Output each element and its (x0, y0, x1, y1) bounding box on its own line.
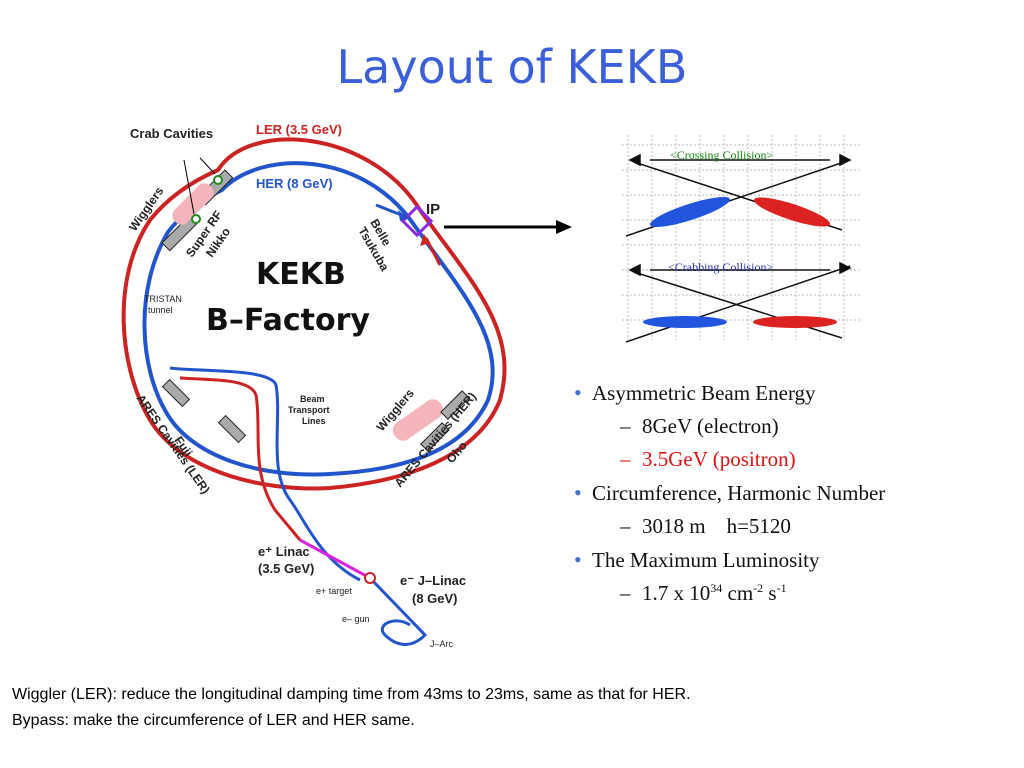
ler-label: LER (3.5 GeV) (256, 122, 342, 137)
bullet-dash: – (620, 514, 631, 538)
collision-panel-grid (622, 135, 860, 340)
footnote-bypass: Bypass: make the circumference of LER an… (12, 712, 415, 729)
wigglers-right-block (392, 399, 444, 441)
sub-bullet-circumference: – 3018 m h=5120 (574, 514, 934, 539)
bullet-energy-text: Asymmetric Beam Energy (592, 381, 816, 405)
j-linac-label: e⁻ J–Linac (400, 573, 466, 588)
e-plus-linac-label: e⁺ Linac (258, 544, 310, 559)
j-arc-label: J–Arc (430, 639, 454, 649)
sub-bullet-positron-text: 3.5GeV (positron) (642, 447, 796, 471)
her-ring (142, 161, 495, 477)
ares-ler-label: ARES Cavities (LER) (134, 392, 213, 497)
ler-ring (121, 137, 507, 491)
beam-transport-label-1: Beam (300, 394, 325, 404)
luminosity-unit-cm: cm (722, 581, 754, 605)
crossing-bunch-electron (649, 196, 731, 228)
bullet-dash: – (620, 414, 631, 438)
j-linac (368, 576, 428, 646)
bullet-dot: • (574, 380, 582, 405)
crossing-bunch-positron (753, 197, 831, 227)
ip-label: IP (426, 201, 440, 218)
tristan-label: TRISTAN (144, 294, 182, 304)
beam-transport-label-2: Transport (288, 405, 330, 415)
e-gun-label: e– gun (342, 614, 370, 624)
bullet-dot: • (574, 480, 582, 505)
e-plus-linac-energy-label: (3.5 GeV) (258, 561, 314, 576)
crabbing-collision-arrows (625, 261, 852, 343)
sub-bullet-electron-text: 8GeV (electron) (642, 414, 779, 438)
kekb-label: KEKB (256, 257, 346, 292)
bullet-energy: • Asymmetric Beam Energy (574, 380, 934, 406)
crossing-collision-label: <Crossing Collision> (670, 148, 773, 162)
ares-her-cavities (420, 390, 470, 452)
tunnel-label: tunnel (148, 305, 173, 315)
luminosity-mantissa: 1.7 x 10 (642, 581, 711, 605)
bullet-dash: – (620, 447, 631, 471)
luminosity-cm-exponent: -2 (753, 581, 764, 595)
sub-bullet-circumference-text: 3018 m h=5120 (642, 514, 791, 538)
sub-bullet-positron: – 3.5GeV (positron) (574, 447, 934, 472)
j-linac-energy-label: (8 GeV) (412, 591, 458, 606)
bullet-circumference: • Circumference, Harmonic Number (574, 480, 934, 506)
bullet-circumference-text: Circumference, Harmonic Number (592, 481, 886, 505)
sub-bullet-luminosity-value: 1.7 x 1034 cm-2 s-1 (642, 581, 787, 606)
b-factory-label: B–Factory (206, 303, 370, 338)
her-label: HER (8 GeV) (256, 176, 333, 191)
crab-cavity-marker-2 (191, 214, 201, 224)
bullet-luminosity-text: The Maximum Luminosity (592, 548, 820, 572)
beam-transport-line-blue (169, 366, 361, 582)
sub-bullet-electron: – 8GeV (electron) (574, 414, 934, 439)
e-plus-target-label: e+ target (316, 586, 352, 596)
feature-bullets: • Asymmetric Beam Energy – 8GeV (electro… (574, 380, 934, 614)
e-plus-target-marker (364, 572, 376, 584)
crabbing-bunch-positron (753, 316, 837, 328)
crab-cavities-label: Crab Cavities (130, 126, 213, 141)
bullet-dash: – (620, 581, 631, 605)
e-plus-linac (299, 538, 371, 580)
crabbing-collision-label: <Crabbing Collision> (668, 260, 773, 274)
luminosity-s-exponent: -1 (776, 581, 787, 595)
bullet-luminosity: • The Maximum Luminosity (574, 547, 934, 573)
slide-title: Layout of KEKB (336, 40, 688, 94)
crabbing-bunch-electron (643, 316, 727, 328)
luminosity-exponent: 34 (710, 581, 723, 595)
bullet-dot: • (574, 547, 582, 572)
sub-bullet-luminosity: – 1.7 x 1034 cm-2 s-1 (574, 581, 934, 606)
wigglers-left-block (172, 183, 214, 225)
beam-transport-line-red (179, 376, 302, 541)
luminosity-unit-s: s (763, 581, 777, 605)
footnote-wiggler: Wiggler (LER): reduce the longitudinal d… (12, 686, 691, 703)
beam-transport-label-3: Lines (302, 416, 326, 426)
ip-box (400, 204, 434, 238)
footnote: Wiggler (LER): reduce the longitudinal d… (12, 682, 1012, 734)
ares-ler-cavities (161, 378, 247, 444)
crab-cavity-marker-1 (213, 175, 223, 185)
